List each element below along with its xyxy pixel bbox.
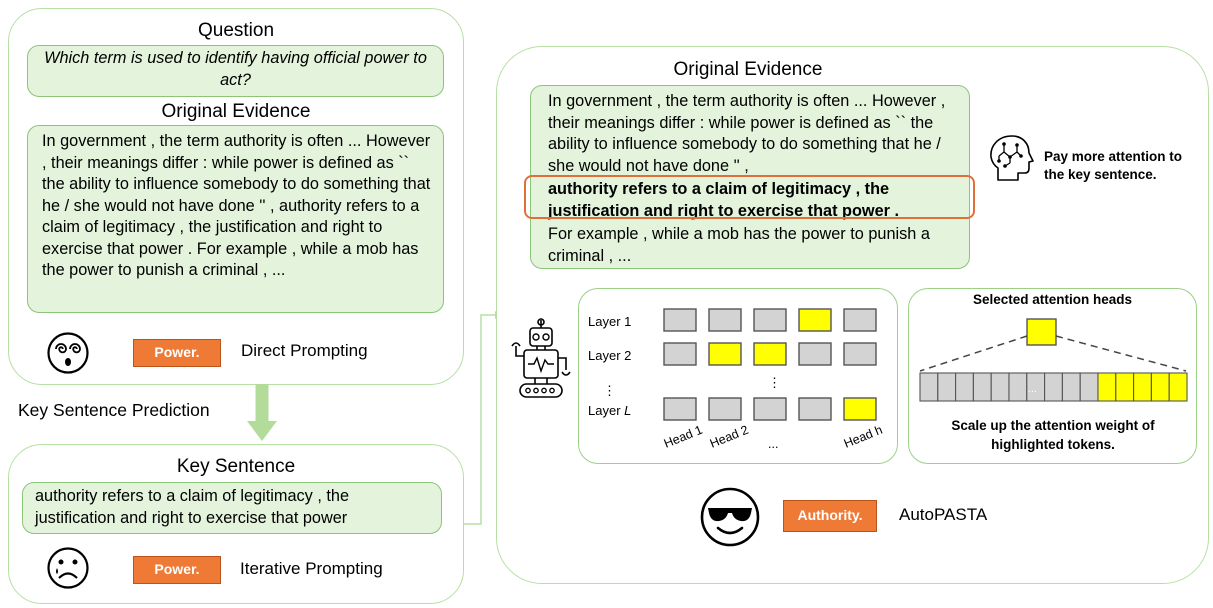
token-cell xyxy=(1008,372,1028,402)
dizzy-face-icon xyxy=(47,332,89,374)
token-cell xyxy=(937,372,957,402)
key-sentence-box: authority refers to a claim of legitimac… xyxy=(22,482,442,534)
direct-prompting-label: Direct Prompting xyxy=(241,341,368,360)
question-text: Which term is used to identify having of… xyxy=(44,49,427,89)
question-box: Which term is used to identify having of… xyxy=(27,45,444,97)
token-cell xyxy=(1061,372,1081,402)
head-label: ... xyxy=(768,437,778,451)
attention-head-cell xyxy=(708,342,742,366)
head-label: Head 2 xyxy=(708,423,751,451)
attention-head-cell xyxy=(753,342,787,366)
token-cell xyxy=(990,372,1010,402)
attention-note: Pay more attention to the key sentence. xyxy=(1044,149,1183,182)
attention-head-cell xyxy=(798,308,832,332)
right-evidence-post: For example , while a mob has the power … xyxy=(548,225,930,265)
key-sentence-prediction-label: Key Sentence Prediction xyxy=(18,400,210,420)
right-evidence-key: authority refers to a claim of legitimac… xyxy=(548,180,900,220)
right-evidence-title: Original Evidence xyxy=(673,59,823,80)
token-cell xyxy=(1115,372,1135,402)
head-label: Head h xyxy=(842,423,885,451)
iterative-prompting-label: Iterative Prompting xyxy=(240,559,383,578)
attention-head-cell xyxy=(663,342,697,366)
scale-text: Scale up the attention weight of highlig… xyxy=(951,418,1155,452)
attention-head-cell xyxy=(798,342,832,366)
token-bar: ... xyxy=(919,318,1188,402)
attention-head-cell xyxy=(843,397,877,421)
attention-head-cell xyxy=(753,397,787,421)
direct-answer-badge: Power. xyxy=(133,339,221,367)
token-cell xyxy=(1097,372,1117,402)
token-cell xyxy=(1168,372,1188,402)
projection-line-left xyxy=(919,335,1028,372)
token-cell xyxy=(1044,372,1063,402)
grid-ellipsis: ⋮ xyxy=(768,375,781,390)
token-cell xyxy=(972,372,992,402)
attention-head-cell xyxy=(753,308,787,332)
attention-head-cell xyxy=(843,308,877,332)
attention-head-cell xyxy=(708,308,742,332)
right-evidence-pre: In government , the term authority is of… xyxy=(548,92,946,175)
layer-label: ⋮ xyxy=(603,383,616,398)
token-cell xyxy=(1133,372,1152,402)
attention-head-cell xyxy=(663,308,697,332)
token-cell xyxy=(919,372,939,402)
attention-head-cell xyxy=(843,342,877,366)
key-sentence-title: Key Sentence xyxy=(176,456,296,477)
left-evidence-title: Original Evidence xyxy=(161,101,311,122)
left-evidence-box: In government , the term authority is of… xyxy=(27,125,444,313)
robot-icon xyxy=(511,318,571,398)
key-sentence-highlight xyxy=(524,175,975,219)
token-cell xyxy=(955,372,974,402)
token-cell xyxy=(1150,372,1170,402)
selected-head-cell xyxy=(1026,318,1057,346)
autopasta-label: AutoPASTA xyxy=(899,505,988,524)
iterative-answer-badge: Power. xyxy=(133,556,221,584)
attention-head-cell xyxy=(708,397,742,421)
token-cell xyxy=(1079,372,1099,402)
head-label: Head 1 xyxy=(662,423,705,451)
sad-face-icon xyxy=(47,547,89,589)
autopasta-answer-badge: Authority. xyxy=(783,500,877,532)
sunglasses-face-icon xyxy=(700,487,760,547)
ai-head-icon xyxy=(990,135,1034,181)
layer-label: Layer 2 xyxy=(588,348,631,363)
layer-label: Layer 1 xyxy=(588,314,631,329)
right-evidence-box xyxy=(530,85,970,269)
question-title: Question xyxy=(197,20,275,41)
key-sentence-text: authority refers to a claim of legitimac… xyxy=(35,487,349,527)
selected-heads-title: Selected attention heads xyxy=(972,292,1133,307)
projection-line-right xyxy=(1055,335,1187,372)
token-ellipsis: ... xyxy=(1028,383,1037,395)
attention-head-cell xyxy=(798,397,832,421)
layer-label: Layer L xyxy=(588,403,631,418)
left-evidence-text: In government , the term authority is of… xyxy=(42,132,431,279)
down-arrow xyxy=(247,384,277,441)
attention-head-cell xyxy=(663,397,697,421)
